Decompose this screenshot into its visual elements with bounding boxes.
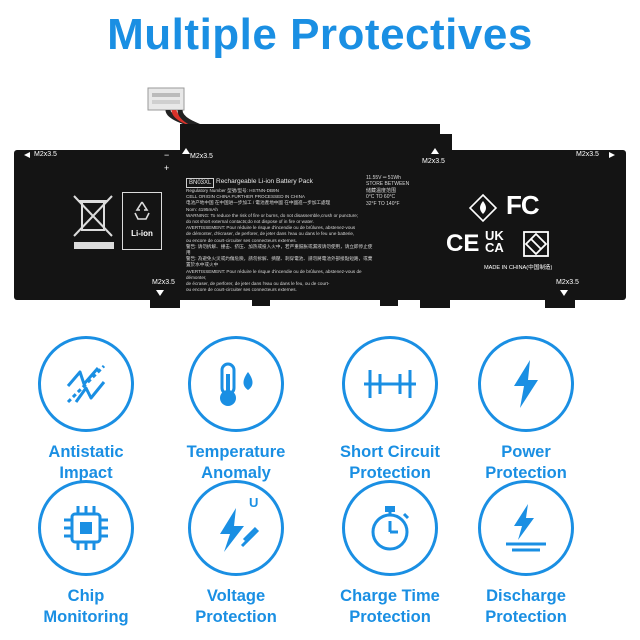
rcm-mark-icon (523, 231, 549, 257)
feature-label: Short Circuit Protection (320, 442, 460, 484)
feature-label-line2: Anomaly (201, 464, 271, 482)
spec-line: 储藏温度范围 (366, 187, 397, 194)
feature-label-line1: Antistatic (48, 443, 124, 461)
crossed-bin-icon (73, 195, 114, 249)
screw-label-right-top: M2x3.5 (422, 158, 445, 165)
label-line: 警告: 请勿拆解、撞击、挤压、加热或投入火中，若严重鼓胀或漏液请勿使用，请立即停… (186, 243, 373, 256)
screw-label-left: M2x3.5 (34, 151, 57, 158)
battery-connector-icon (147, 87, 575, 308)
screw-label-bottom-right: M2x3.5 (556, 279, 579, 286)
feature-label-line2: Impact (59, 464, 113, 482)
polarity-minus: − (164, 150, 170, 160)
page-title: Multiple Protectives (107, 10, 533, 59)
label-line: de écraser, de perforer, de jeter dans l… (186, 281, 330, 287)
feature-label: Charge Time Protection (320, 586, 460, 628)
feature-label: Discharge Protection (456, 586, 596, 628)
battery-spec: 11.55V ═ 51Wh STORE BETWEEN 储藏温度范围 0°C T… (366, 175, 436, 207)
feature-label-line2: Protection (349, 608, 431, 626)
screw-label-bottom-left: M2x3.5 (152, 279, 175, 286)
feature-label: Temperature Anomaly (166, 442, 306, 484)
polarity-plus: + (164, 163, 170, 173)
discharge-icon (506, 504, 546, 552)
label-line: ou encore de court-circuiter ses connect… (186, 287, 297, 293)
feature-circle (342, 336, 438, 432)
feature-circle (38, 480, 134, 576)
feature-label-line1: Chip (67, 587, 105, 605)
feature-label-line2: Protection (485, 464, 567, 482)
screw-label-right: M2x3.5 (576, 151, 599, 158)
label-line: de démonter, d'écraser, de perforer, de … (186, 231, 355, 237)
label-line: AVERTISSEMENT: Pour réduire le risque d'… (186, 225, 356, 231)
li-ion-recycle-box: Li-ion (122, 192, 162, 250)
feature-discharge: Discharge Protection (456, 480, 596, 628)
label-line: Nom: 4195mAh (186, 206, 218, 212)
feature-circle (478, 336, 574, 432)
feature-label-line2: Monitoring (43, 608, 129, 626)
battery-illustration: M2x3.5 M2x3.5 M2x3.5 M2x3.5 M2x3.5 M2x3.… (0, 80, 640, 310)
label-line: ou encore de court-circuiter ses connect… (186, 237, 297, 243)
label-line: 电池产地中国 在中国进一步加工 / 電池產地中國 在中國進一步加工處理 (186, 200, 331, 206)
feature-label-line2: Protection (485, 608, 567, 626)
short-circuit-icon (364, 370, 416, 398)
spec-line: 11.55V ═ 51Wh (366, 175, 401, 181)
chip-icon (64, 506, 108, 550)
antistatic-icon (66, 364, 106, 404)
feature-label-line1: Charge Time (340, 587, 440, 605)
stopwatch-icon (371, 506, 410, 551)
label-line: 警告: 為避免火災或灼傷危險，請勿拆解、擠壓、刺穿電池、請勿將電池外部接點短路，… (186, 256, 373, 268)
feature-circle (38, 336, 134, 432)
feature-charge-time: Charge Time Protection (320, 480, 460, 628)
feature-circle (478, 480, 574, 576)
screw-label-top-mid: M2x3.5 (190, 153, 213, 160)
ce-mark: CE (446, 230, 480, 257)
feature-label-line2: Protection (349, 464, 431, 482)
battery-body (14, 150, 626, 300)
feature-label-line1: Voltage (206, 587, 266, 605)
thermometer-flame-icon (220, 362, 253, 406)
label-line: AVERTISSEMENT: Pour réduire le risque d'… (186, 268, 362, 280)
feature-label: Voltage Protection (166, 586, 306, 628)
battery-pack-title: Rechargeable Li-ion Battery Pack (216, 178, 313, 185)
ukca-bottom: CA (485, 240, 504, 255)
lightning-bolt-icon (514, 360, 538, 408)
feature-voltage: U Voltage Protection (166, 480, 306, 628)
fcc-mark: FC (506, 190, 540, 220)
feature-label-line1: Discharge (486, 587, 566, 605)
made-in-text: MADE IN CHINA(中国制造) (484, 265, 553, 271)
spec-line: STORE BETWEEN (366, 181, 410, 188)
feature-power: Power Protection (456, 336, 596, 484)
feature-chip: Chip Monitoring (16, 480, 156, 628)
voltage-icon (220, 508, 260, 552)
screw-arrow-icons (24, 148, 615, 296)
spec-line: 32°F TO 140°F (366, 200, 400, 207)
feature-circle (188, 336, 284, 432)
label-line: CELL ORIGIN CHINA FURTHER PROCESSED IN C… (186, 194, 305, 200)
battery-label-text: Regulatory Number 型號/型号: HSTNN-DB9N CELL… (186, 188, 376, 293)
feature-temperature: Temperature Anomaly (166, 336, 306, 484)
label-line: WARNING: To reduce the risk of fire or b… (186, 212, 359, 218)
label-line: Regulatory Number 型號/型号: HSTNN-DB9N (186, 188, 279, 193)
feature-short-circuit: Short Circuit Protection (320, 336, 460, 484)
battery-model: BN03XL (186, 178, 215, 188)
feature-label: Antistatic Impact (16, 442, 156, 484)
li-ion-text: Li-ion (131, 229, 153, 238)
feature-label-line1: Power (501, 443, 551, 461)
ukca-mark: UK CA (485, 228, 504, 255)
feature-label-line2: Protection (195, 608, 277, 626)
flammable-icon (468, 193, 498, 223)
feature-antistatic: Antistatic Impact (16, 336, 156, 484)
feature-label-line1: Temperature (186, 443, 286, 461)
recycle-icon (134, 201, 150, 220)
feature-label: Chip Monitoring (16, 586, 156, 628)
spec-line: 0°C TO 60°C (366, 194, 396, 201)
label-line: do not short external contacts;do not di… (186, 219, 314, 225)
feature-label-line1: Short Circuit (340, 443, 440, 461)
ukca-top: UK (485, 228, 504, 243)
feature-circle (342, 480, 438, 576)
voltage-badge: U (249, 495, 259, 510)
feature-label: Power Protection (456, 442, 596, 484)
feature-circle: U (188, 480, 284, 576)
